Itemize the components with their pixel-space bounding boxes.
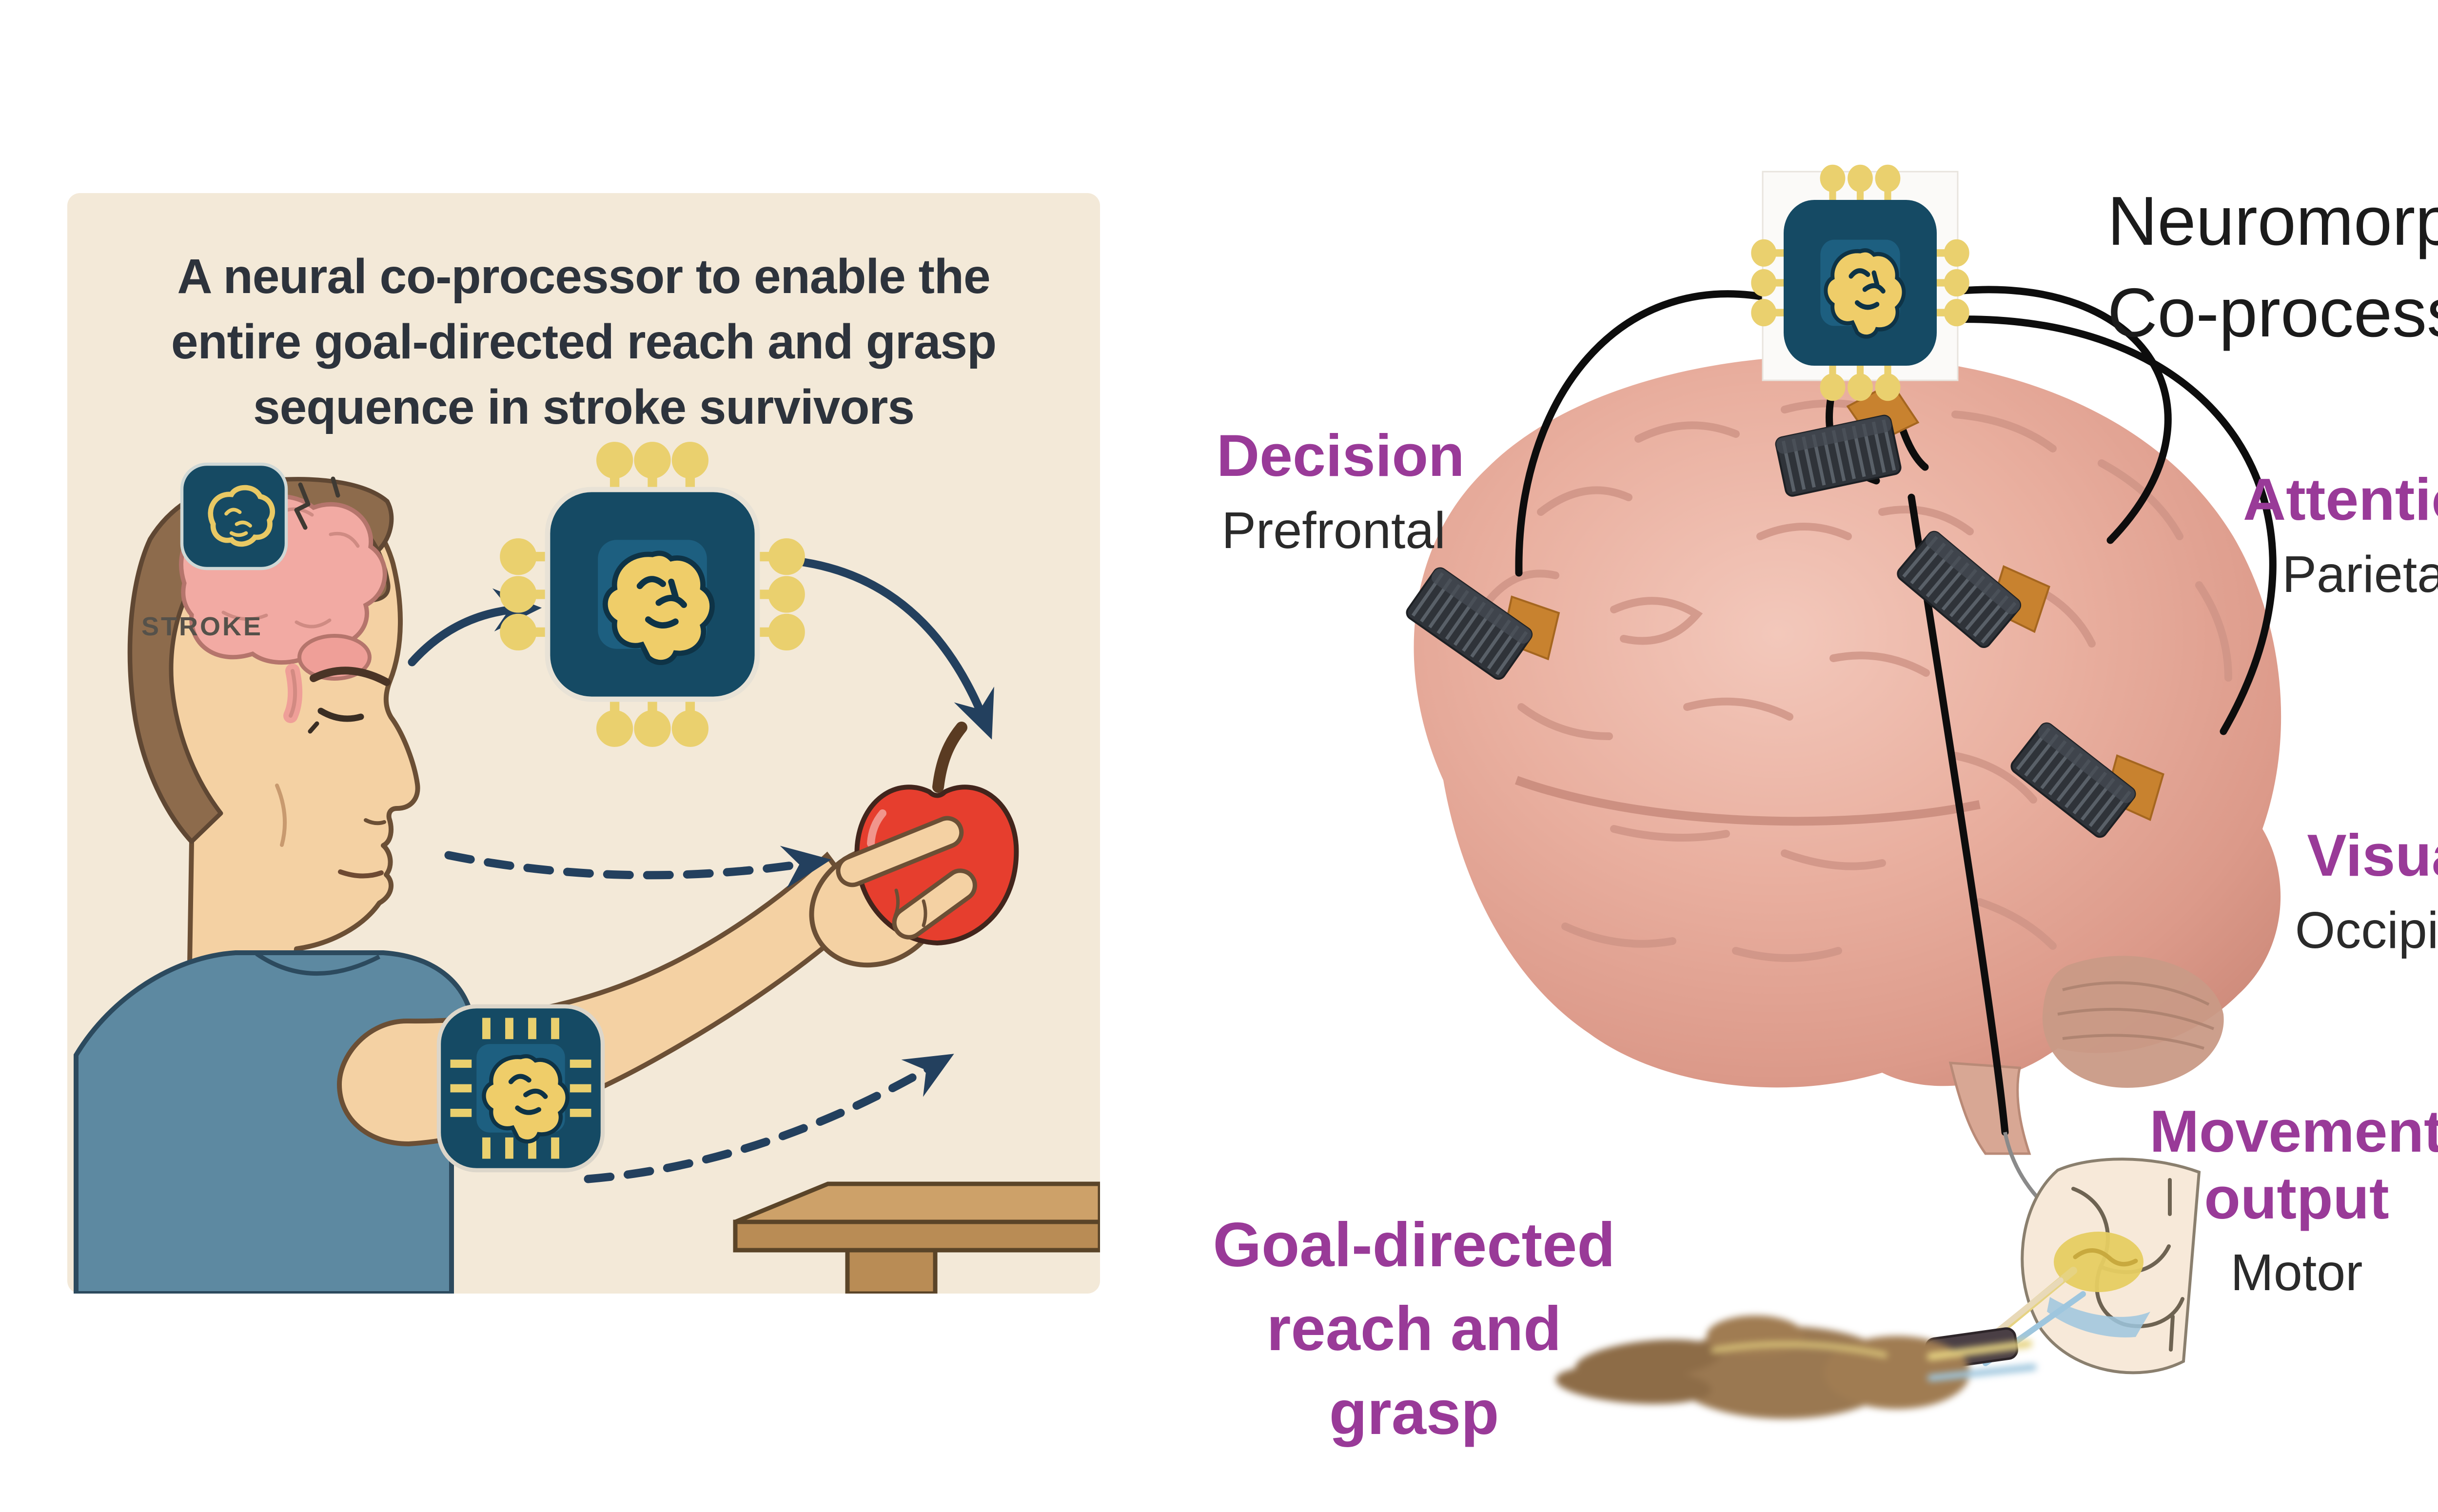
label-decision-function: Decision bbox=[1217, 422, 1465, 489]
reaching-hand bbox=[1555, 1316, 2037, 1419]
r-title-line-2: Co-processor bbox=[2107, 274, 2438, 352]
stroke-brain-label: STROKE bbox=[141, 612, 263, 641]
mouth bbox=[338, 869, 384, 879]
label-visual-region: Occipital bbox=[2295, 901, 2438, 959]
patient-head bbox=[127, 464, 420, 998]
label-attention-region: Parietal bbox=[2282, 545, 2438, 603]
table bbox=[733, 1181, 1100, 1294]
grasping-fingers bbox=[836, 816, 977, 940]
wire-prefrontal bbox=[1515, 290, 1783, 577]
left-panel-title: A neural co-processor to enable the enti… bbox=[92, 244, 1076, 440]
wires bbox=[1515, 286, 2277, 1136]
label-decision-region: Prefrontal bbox=[1221, 501, 1446, 559]
label-visual: Visual Occipital bbox=[2282, 822, 2438, 959]
co-processor-chip-icon bbox=[505, 447, 800, 742]
title-line-2: entire goal-directed reach and grasp bbox=[171, 314, 997, 369]
eye bbox=[317, 707, 364, 722]
arrow-brain-to-chip bbox=[408, 588, 542, 667]
arrow-reach-dashed bbox=[584, 1054, 954, 1183]
label-movement-function: Movement output bbox=[2149, 1098, 2438, 1231]
cerebellum bbox=[2042, 956, 2224, 1088]
label-movement-output: Movement output Motor bbox=[2067, 1098, 2438, 1302]
label-visual-function: Visual bbox=[2307, 822, 2438, 888]
goal-directed-label: Goal-directed reach and grasp bbox=[1180, 1203, 1648, 1455]
wire-occipital bbox=[1947, 315, 2277, 735]
goal-line-2: reach and grasp bbox=[1266, 1294, 1562, 1448]
right-panel-title: Neuromorphic Co-processor bbox=[2107, 176, 2438, 359]
cheek-line bbox=[275, 784, 287, 847]
stroke-survivor-illustration bbox=[74, 193, 1100, 1294]
wire-motor bbox=[1907, 493, 2009, 1136]
stroke-crack-icon bbox=[294, 476, 340, 530]
neuromorphic-system-illustration bbox=[1102, 164, 2281, 1419]
implant-chip-icon bbox=[182, 464, 286, 569]
eyebrow bbox=[310, 667, 391, 686]
spinal-cord-section bbox=[1925, 1158, 2201, 1375]
flow-arrows bbox=[408, 555, 994, 1183]
goal-line-1: Goal-directed bbox=[1213, 1210, 1615, 1280]
motor-neuron-pool bbox=[2054, 1232, 2143, 1292]
brainstem bbox=[1948, 1061, 2031, 1155]
arrow-gaze-dashed bbox=[444, 845, 831, 888]
apple-stem bbox=[932, 722, 967, 793]
wrist-chip-icon bbox=[439, 1006, 603, 1170]
arrow-chip-to-apple bbox=[779, 555, 994, 740]
neuromorphic-chip bbox=[1751, 164, 1969, 401]
nostril bbox=[364, 818, 386, 825]
title-line-1: A neural co-processor to enable the bbox=[177, 249, 990, 304]
title-line-3: sequence in stroke survivors bbox=[253, 380, 915, 434]
r-title-line-1: Neuromorphic bbox=[2107, 182, 2438, 260]
label-attention: Attention Parietal bbox=[2243, 466, 2438, 603]
label-movement-region: Motor bbox=[2230, 1244, 2363, 1302]
label-attention-function: Attention bbox=[2243, 466, 2438, 532]
label-decision: Decision Prefrontal bbox=[1217, 422, 1465, 559]
left-panel: A neural co-processor to enable the enti… bbox=[67, 193, 1100, 1294]
